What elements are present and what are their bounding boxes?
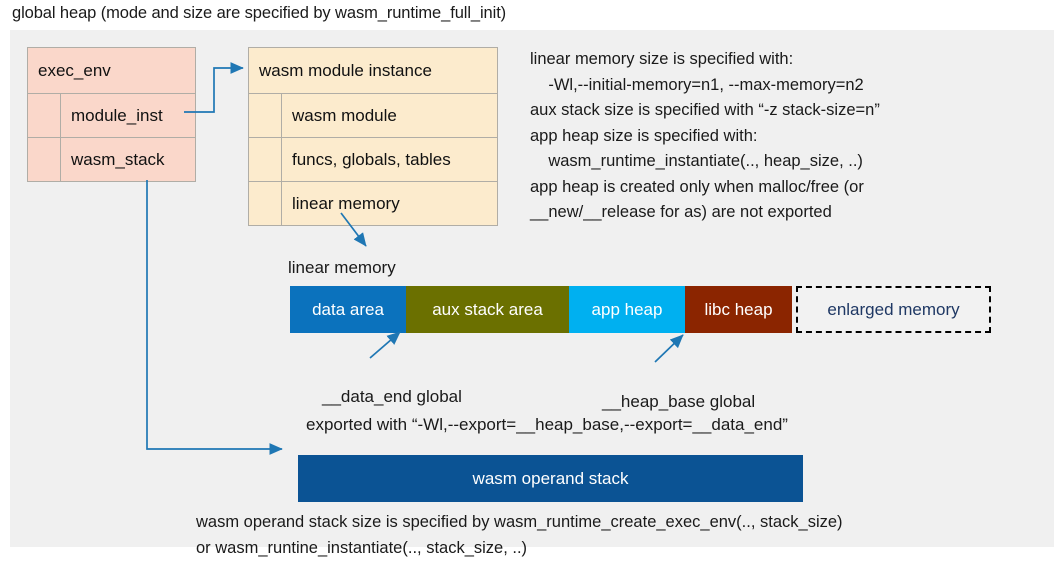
page-title: global heap (mode and size are specified…: [12, 4, 507, 22]
memory-segment-label: aux stack area: [432, 299, 543, 319]
linear-memory-notes: linear memory size is specified with: -W…: [530, 50, 880, 221]
annotation-exported-with: exported with “-Wl,--export=__heap_base,…: [306, 415, 788, 434]
indent-column: [249, 94, 282, 137]
wasm-module-label: wasm module: [292, 105, 397, 125]
exec-env-header-label: exec_env: [38, 60, 111, 80]
exec-env-row-module-inst: module_inst: [28, 93, 195, 137]
wasm-operand-stack-label: wasm operand stack: [472, 468, 629, 488]
wasm-module-instance-box: wasm module instance wasm module funcs, …: [248, 47, 498, 226]
exec-env-box: exec_env module_inst wasm_stack: [27, 47, 196, 182]
exec-env-row-wasm-stack: wasm_stack: [28, 137, 195, 181]
module-instance-row-linear-memory: linear memory: [249, 181, 497, 225]
memory-segment-app-heap: app heap: [569, 286, 685, 333]
annotation-heap-base: __heap_base global: [602, 392, 756, 411]
diagram-canvas: exec_env module_inst wasm_stack wasm mod…: [10, 30, 1054, 557]
wasm-operand-stack-box: wasm operand stack: [298, 455, 803, 502]
module-instance-header: wasm module instance: [249, 48, 497, 93]
linear-memory-bar: data area aux stack area app heap libc h…: [290, 286, 991, 333]
wasm-stack-label: wasm_stack: [71, 149, 165, 169]
module-instance-row-wasm-module: wasm module: [249, 93, 497, 137]
funcs-globals-tables-label: funcs, globals, tables: [292, 149, 451, 169]
linear-memory-caption: linear memory: [288, 258, 396, 277]
memory-segment-label: data area: [312, 299, 384, 319]
annotation-data-end: __data_end global: [322, 387, 462, 406]
module-instance-header-label: wasm module instance: [259, 60, 432, 80]
memory-segment-label: enlarged memory: [827, 299, 960, 319]
memory-segment-libc-heap: libc heap: [685, 286, 792, 333]
memory-segment-data-area: data area: [290, 286, 406, 333]
operand-stack-notes: wasm operand stack size is specified by …: [196, 513, 843, 557]
linear-memory-row-label: linear memory: [292, 193, 400, 213]
memory-segment-label: app heap: [591, 299, 663, 319]
indent-column: [249, 182, 282, 225]
module-inst-label: module_inst: [71, 105, 163, 125]
memory-segment-aux-stack-area: aux stack area: [406, 286, 569, 333]
indent-column: [28, 138, 61, 181]
memory-segment-label: libc heap: [704, 299, 773, 319]
module-instance-row-funcs-globals-tables: funcs, globals, tables: [249, 137, 497, 181]
exec-env-header: exec_env: [28, 48, 195, 93]
indent-column: [249, 138, 282, 181]
indent-column: [28, 94, 61, 137]
memory-segment-enlarged-memory: enlarged memory: [796, 286, 991, 333]
